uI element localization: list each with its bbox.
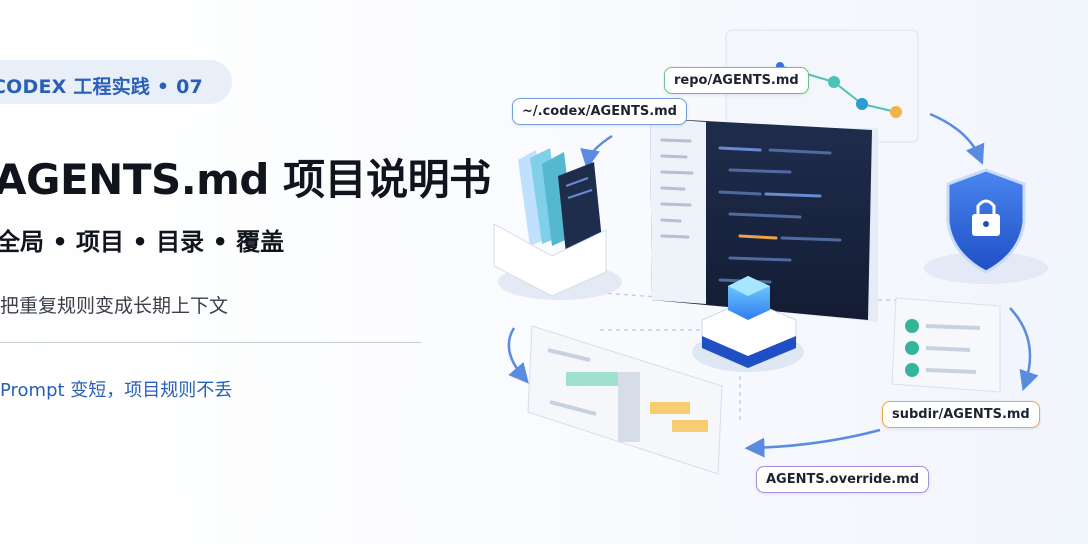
folder-icon <box>493 148 622 300</box>
label-override-agents: AGENTS.override.md <box>756 466 930 493</box>
code-editor-icon <box>650 118 878 322</box>
page-title: AGENTS.md 项目说明书 <box>0 155 491 204</box>
checklist-icon <box>891 297 1001 393</box>
cube-icon <box>692 276 804 372</box>
shield-lock-icon <box>924 168 1048 284</box>
diff-document-icon <box>527 325 723 475</box>
text-panel: CODEX 工程实践 • 07 AGENTS.md 项目说明书 全局 • 项目 … <box>0 0 520 544</box>
series-label: CODEX 工程实践 • 07 <box>0 76 203 98</box>
series-badge <box>0 60 232 104</box>
flow-arrows <box>507 112 1039 458</box>
page-description: 把重复规则变成长期上下文 <box>0 295 229 317</box>
illustration <box>493 29 1048 475</box>
label-subdir-agents: subdir/AGENTS.md <box>882 401 1040 428</box>
label-repo-agents: repo/AGENTS.md <box>664 67 809 94</box>
page-subtitle: 全局 • 项目 • 目录 • 覆盖 <box>0 228 285 256</box>
label-home-agents: ~/.codex/AGENTS.md <box>512 98 687 125</box>
page-tagline: Prompt 变短，项目规则不丢 <box>0 380 233 401</box>
divider <box>0 342 422 343</box>
